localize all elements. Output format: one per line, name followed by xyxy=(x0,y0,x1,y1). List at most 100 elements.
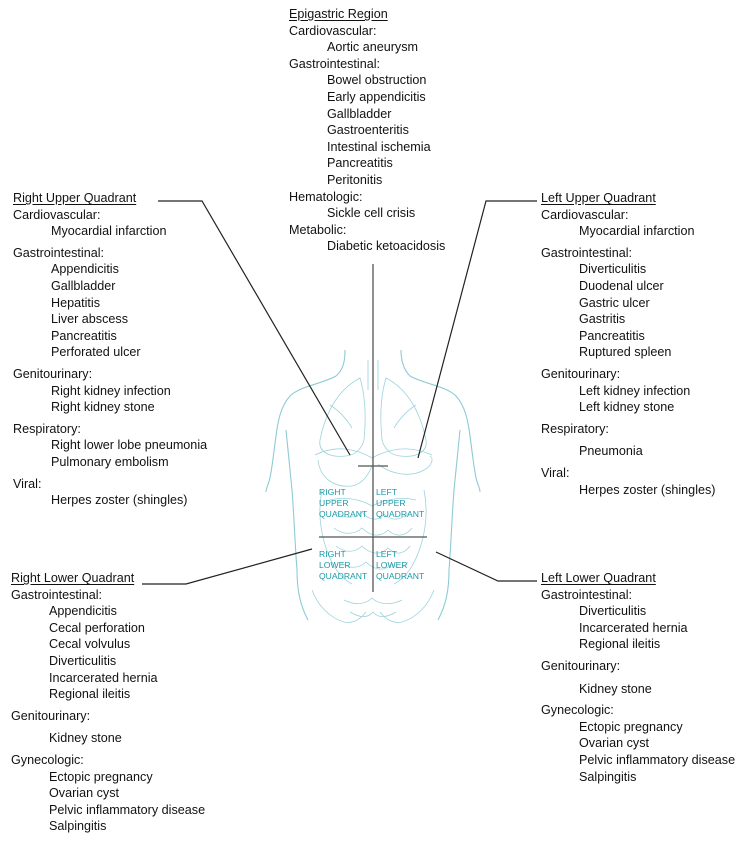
epigastric-system-heading: Gastrointestinal: xyxy=(289,56,380,71)
rlq-condition-item: Salpingitis xyxy=(49,819,107,834)
epigastric-condition-item: Intestinal ischemia xyxy=(327,139,431,154)
organ-outlines xyxy=(311,360,435,623)
quadrant-dividers xyxy=(319,264,427,592)
llq-condition-item: Salpingitis xyxy=(579,769,637,784)
luq-label-1: LEFT xyxy=(376,487,398,497)
ruq-system-heading: Genitourinary: xyxy=(13,366,93,381)
llq-label-1: LEFT xyxy=(376,549,398,559)
ruq-title: Right Upper Quadrant xyxy=(13,191,137,205)
luq-system-heading: Respiratory: xyxy=(541,421,609,436)
ruq-condition-item: Hepatitis xyxy=(51,295,100,310)
luq-condition-item: Pancreatitis xyxy=(579,328,645,343)
llq-leader xyxy=(435,551,537,582)
luq-leader xyxy=(417,200,537,459)
llq-condition-item: Kidney stone xyxy=(579,681,652,696)
luq-title: Left Upper Quadrant xyxy=(541,191,656,205)
rlq-leader xyxy=(142,548,313,585)
rlq-condition-item: Incarcerated hernia xyxy=(49,670,158,685)
rlq-title: Right Lower Quadrant xyxy=(11,571,135,585)
llq-system-heading: Gynecologic: xyxy=(541,703,614,718)
luq-condition-item: Gastric ulcer xyxy=(579,295,650,310)
ruq-leader xyxy=(158,200,351,456)
epigastric-condition-item: Gastroenteritis xyxy=(327,123,409,138)
rlq-system-heading: Gastrointestinal: xyxy=(11,587,102,602)
body-outline xyxy=(265,349,481,621)
ruq-label-2: UPPER xyxy=(319,498,349,508)
ruq-condition-item: Myocardial infarction xyxy=(51,224,167,239)
rlq-condition-item: Cecal perforation xyxy=(49,620,145,635)
ruq-system-heading: Cardiovascular: xyxy=(13,207,101,222)
epigastric-system-heading: Hematologic: xyxy=(289,189,363,204)
luq-condition-item: Gastritis xyxy=(579,312,626,327)
ruq-condition-item: Pancreatitis xyxy=(51,328,117,343)
llq-condition-item: Pelvic inflammatory disease xyxy=(579,752,736,767)
epigastric-condition-item: Pancreatitis xyxy=(327,156,393,171)
llq-label-2: LOWER xyxy=(376,560,408,570)
epigastric-condition-item: Bowel obstruction xyxy=(327,73,427,88)
luq-condition-item: Ruptured spleen xyxy=(579,345,672,360)
ruq-condition-item: Liver abscess xyxy=(51,312,128,327)
ruq-condition-item: Right lower lobe pneumonia xyxy=(51,438,208,453)
epigastric-title: Epigastric Region xyxy=(289,7,388,21)
rlq-condition-item: Ectopic pregnancy xyxy=(49,769,153,784)
rlq-label-3: QUADRANT xyxy=(319,571,368,581)
llq-system-heading: Gastrointestinal: xyxy=(541,587,632,602)
epigastric-condition-item: Sickle cell crisis xyxy=(327,206,416,221)
rlq-condition-item: Kidney stone xyxy=(49,731,122,746)
ruq-condition-item: Appendicitis xyxy=(51,262,119,277)
ruq-label-1: RIGHT xyxy=(319,487,346,497)
llq-condition-item: Ovarian cyst xyxy=(579,736,649,751)
llq-condition-item: Diverticulitis xyxy=(579,604,647,619)
epigastric-system-heading: Metabolic: xyxy=(289,222,347,237)
llq-label-3: QUADRANT xyxy=(376,571,425,581)
luq-system-heading: Cardiovascular: xyxy=(541,207,629,222)
ruq-system-heading: Respiratory: xyxy=(13,421,81,436)
ruq-system-heading: Viral: xyxy=(13,476,42,491)
rlq-condition-item: Ovarian cyst xyxy=(49,786,119,801)
luq-label-2: UPPER xyxy=(376,498,406,508)
llq-condition-item: Incarcerated hernia xyxy=(579,620,688,635)
epigastric-condition-item: Aortic aneurysm xyxy=(327,40,418,55)
luq-system-heading: Genitourinary: xyxy=(541,366,621,381)
rlq-condition-item: Pelvic inflammatory disease xyxy=(49,802,206,817)
llq-system-heading: Genitourinary: xyxy=(541,658,621,673)
epigastric-condition-item: Early appendicitis xyxy=(327,89,426,104)
ruq-condition-item: Right kidney stone xyxy=(51,400,155,415)
luq-system-heading: Viral: xyxy=(541,465,570,480)
luq-condition-item: Myocardial infarction xyxy=(579,224,695,239)
luq-system-heading: Gastrointestinal: xyxy=(541,245,632,260)
rlq-system-heading: Genitourinary: xyxy=(11,708,91,723)
rlq-condition-item: Regional ileitis xyxy=(49,687,131,702)
rlq-condition-item: Cecal volvulus xyxy=(49,637,131,652)
ruq-condition-item: Herpes zoster (shingles) xyxy=(51,493,188,508)
ruq-condition-item: Right kidney infection xyxy=(51,383,171,398)
rlq-label-2: LOWER xyxy=(319,560,351,570)
llq-condition-item: Ectopic pregnancy xyxy=(579,719,683,734)
leader-lines xyxy=(142,200,537,585)
epigastric-system-heading: Cardiovascular: xyxy=(289,23,377,38)
rlq-label-1: RIGHT xyxy=(319,549,346,559)
luq-condition-item: Left kidney infection xyxy=(579,383,691,398)
epigastric-condition-item: Peritonitis xyxy=(327,172,383,187)
rlq-condition-item: Appendicitis xyxy=(49,604,117,619)
ruq-condition-item: Pulmonary embolism xyxy=(51,454,169,469)
ruq-system-heading: Gastrointestinal: xyxy=(13,245,104,260)
quadrant-labels: RIGHT UPPER QUADRANT LEFT UPPER QUADRANT… xyxy=(319,487,425,581)
epigastric-condition-item: Gallbladder xyxy=(327,106,392,121)
ruq-condition-item: Gallbladder xyxy=(51,278,116,293)
epigastric-condition-item: Diabetic ketoacidosis xyxy=(327,239,446,254)
llq-condition-item: Regional ileitis xyxy=(579,637,661,652)
llq-title: Left Lower Quadrant xyxy=(541,571,656,585)
ruq-condition-item: Perforated ulcer xyxy=(51,345,141,360)
luq-label-3: QUADRANT xyxy=(376,509,425,519)
luq-condition-item: Pneumonia xyxy=(579,444,643,459)
rlq-system-heading: Gynecologic: xyxy=(11,752,84,767)
luq-condition-item: Left kidney stone xyxy=(579,400,675,415)
luq-condition-item: Duodenal ulcer xyxy=(579,278,664,293)
